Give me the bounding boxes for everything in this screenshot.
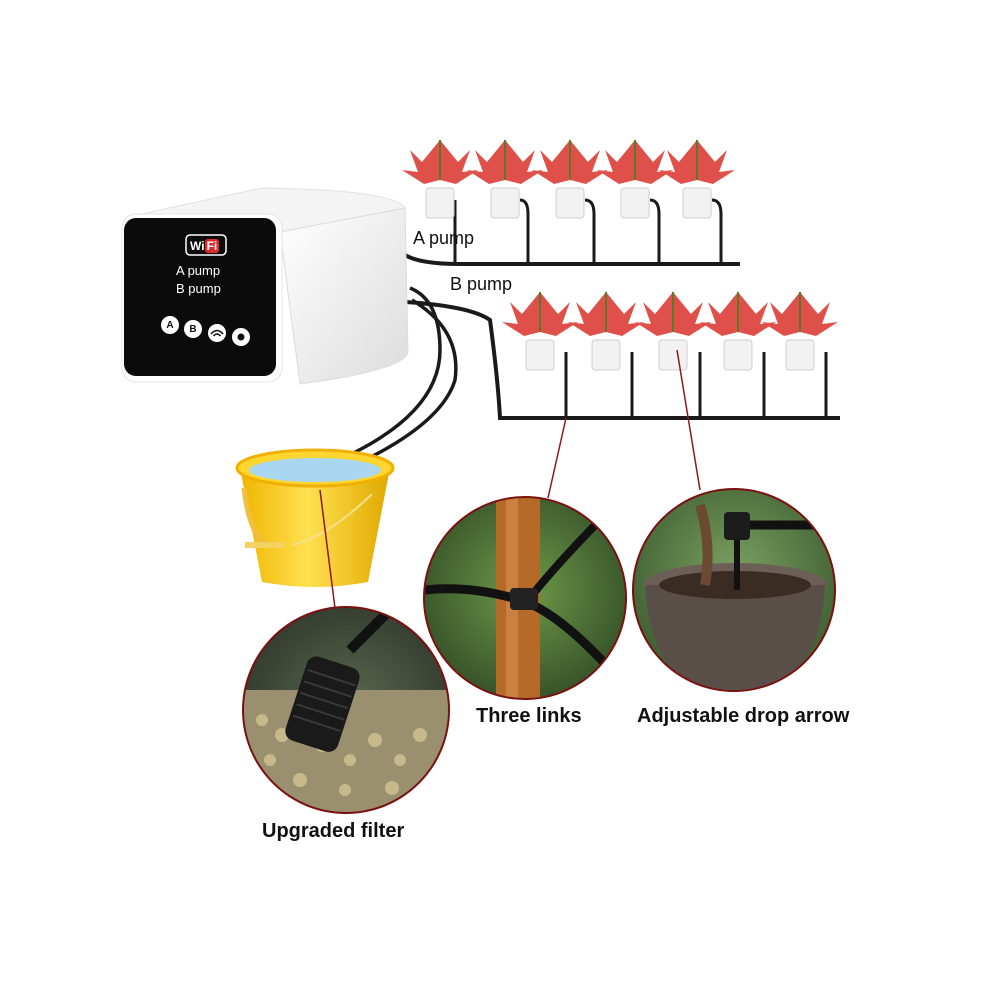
plant-row-b — [502, 292, 838, 371]
tubing — [319, 198, 840, 478]
water-bucket — [235, 448, 395, 587]
callout-lines — [319, 349, 701, 609]
filter-label: Upgraded filter — [262, 820, 405, 842]
a-button[interactable]: A — [162, 317, 178, 333]
b-pump-label: B pump — [450, 274, 513, 294]
plant-row-a — [402, 140, 735, 219]
panel-label-b-pump: B pump — [176, 281, 221, 296]
pump-device — [121, 187, 409, 385]
three-links-callout — [423, 496, 627, 700]
b-button[interactable]: B — [185, 321, 201, 337]
three-links-label: Three links — [476, 705, 582, 727]
a-pump-label: A pump — [413, 228, 475, 248]
drop-arrow-callout — [632, 488, 836, 692]
drop-arrow-label: Adjustable drop arrow — [637, 705, 850, 727]
panel-label-a-pump: A pump — [176, 263, 221, 278]
wifi-button-icon — [208, 324, 226, 342]
